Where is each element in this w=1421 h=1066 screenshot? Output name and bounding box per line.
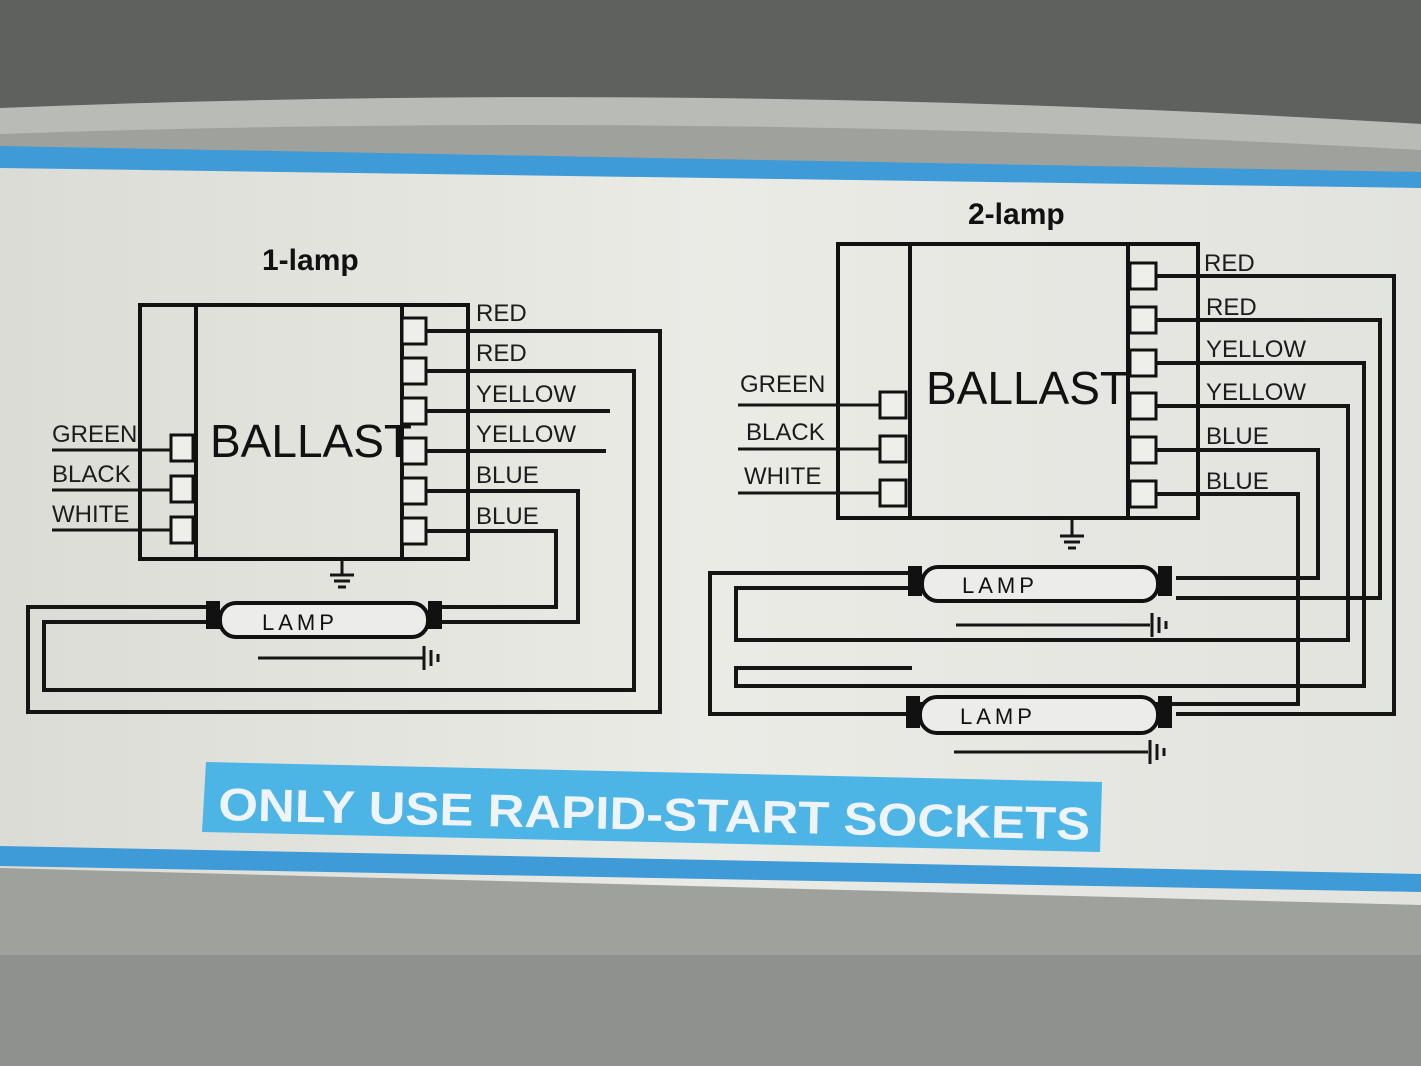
wire-yellow-1 <box>734 361 1366 688</box>
warning-banner: ONLY USE RAPID-START SOCKETS <box>202 762 1102 852</box>
wire-label-yellow: YELLOW <box>476 381 576 408</box>
lamp-tube <box>908 565 1172 603</box>
lamp-label: LAMP <box>962 573 1038 598</box>
wire-label-red: RED <box>476 340 527 367</box>
wire-label-blue: BLUE <box>1206 423 1269 450</box>
ground-icon <box>1060 518 1084 550</box>
output-terminal <box>400 356 428 386</box>
wire-red-1 <box>26 329 662 714</box>
output-terminal <box>1128 305 1158 335</box>
wire-label-green: GREEN <box>740 371 825 398</box>
diagram-1-lamp: 1-lamp BALLAST GREEN BLACK WHITE RED RED… <box>26 244 662 714</box>
diagram-2-lamp: 2-lamp BALLAST GREEN BLACK WHITE RED RED… <box>708 198 1396 764</box>
wire-label-white: WHITE <box>52 501 129 528</box>
output-terminal <box>1128 435 1158 465</box>
wire-label-yellow: YELLOW <box>476 421 576 448</box>
lamp-label: LAMP <box>960 704 1036 729</box>
input-terminal <box>169 474 195 504</box>
wire-label-blue: BLUE <box>476 462 539 489</box>
title-1-lamp: 1-lamp <box>262 244 359 277</box>
wire-label-black: BLACK <box>746 419 825 446</box>
title-2-lamp: 2-lamp <box>968 198 1065 231</box>
top-blue-stripe <box>0 146 1421 188</box>
wire-red-2 <box>42 369 636 692</box>
lamp-tube <box>906 695 1172 735</box>
wire-label-yellow: YELLOW <box>1206 336 1306 363</box>
output-terminal <box>400 396 428 426</box>
output-terminal <box>400 436 428 466</box>
output-terminal <box>400 316 428 346</box>
ballast-body <box>908 242 1130 520</box>
output-terminal <box>400 516 428 546</box>
wire-label-blue: BLUE <box>476 503 539 530</box>
wire-label-yellow: YELLOW <box>1206 379 1306 406</box>
wire-yellow-2 <box>734 404 1350 642</box>
output-terminal <box>400 476 428 506</box>
input-terminal <box>878 434 908 464</box>
input-terminal <box>878 478 908 508</box>
input-terminal <box>169 433 195 463</box>
ballast-label: BALLAST <box>210 415 412 467</box>
output-terminal <box>1128 261 1158 291</box>
ground-icon <box>330 559 354 589</box>
wire-blue-2 <box>426 529 558 609</box>
bottom-blue-stripe <box>0 846 1421 892</box>
wire-label-red: RED <box>1206 294 1257 321</box>
wire-label-green: GREEN <box>52 421 137 448</box>
wire-red-2 <box>1156 318 1382 600</box>
output-terminal <box>1128 479 1158 509</box>
case-bottom <box>0 955 1421 1066</box>
wire-lamp-jumper <box>708 571 912 716</box>
output-terminal <box>1128 348 1158 378</box>
case-top-edge <box>0 97 1421 150</box>
wire-label-black: BLACK <box>52 461 131 488</box>
output-terminal <box>1128 391 1158 421</box>
ballast-label: BALLAST <box>926 362 1128 414</box>
ground-icon <box>1150 613 1168 637</box>
lamp-tube <box>206 601 442 639</box>
wire-label-red: RED <box>1204 250 1255 277</box>
wire-label-red: RED <box>476 300 527 327</box>
input-terminal <box>169 515 195 545</box>
ground-icon <box>422 646 440 670</box>
input-terminal <box>878 390 908 420</box>
wire-label-blue: BLUE <box>1206 468 1269 495</box>
banner-background <box>202 762 1102 852</box>
wire-label-white: WHITE <box>744 463 821 490</box>
wire-red-1 <box>1156 274 1396 716</box>
ballast-body <box>194 303 404 561</box>
lamp-label: LAMP <box>262 610 338 635</box>
ground-icon <box>1148 740 1166 764</box>
wire-blue-1 <box>426 489 580 624</box>
wire-blue-1 <box>1156 448 1320 580</box>
